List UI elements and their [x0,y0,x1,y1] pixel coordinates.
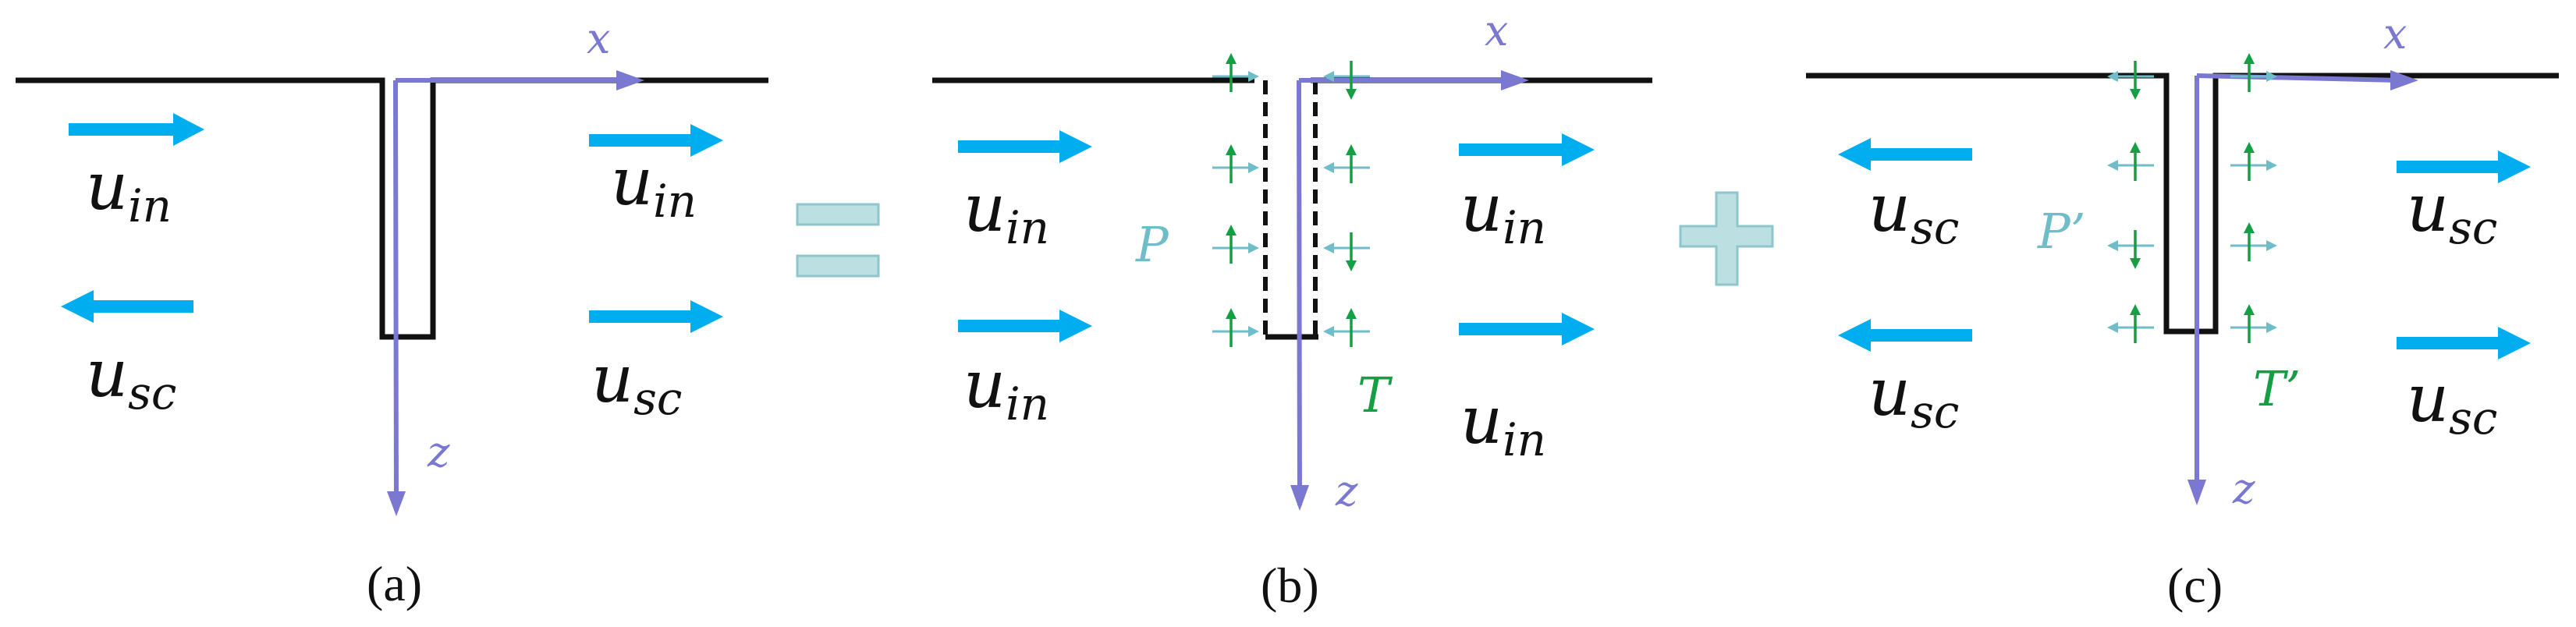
axes-a [387,70,644,516]
traction-glyph [1323,232,1370,271]
incident-arrow-right-b1 [1459,133,1595,166]
traction-glyph [2107,304,2154,343]
x-axis-label-a: x [587,14,610,63]
traction-glyph [2230,304,2277,343]
caption-c: (c) [2167,558,2223,613]
scattered-arrow-left-a [61,290,193,323]
traction-arrows-left-c [2107,61,2154,343]
traction-glyph [1212,144,1259,183]
traction-glyph [2230,53,2277,92]
traction-arrows-right-b [1323,61,1370,347]
traction-glyph [1212,53,1259,92]
x-axis-label-c: x [2383,9,2407,58]
traction-glyph [1212,225,1259,264]
axes-c [2187,70,2418,505]
traction-arrows-left-b [1212,53,1259,347]
u-sc-label-c4: usc [2407,360,2497,445]
caption-b: (b) [1261,558,1319,613]
traction-glyph [2230,142,2277,181]
u-sc-label-a2: usc [86,335,176,420]
dashed-trench-b [1263,80,1318,337]
z-axis-label-c: z [2232,464,2255,513]
traction-glyph [2107,142,2154,181]
u-in-label-a1: uin [86,148,172,232]
scattered-arrow-left-c2 [1838,319,1972,352]
traction-glyph [1323,144,1370,183]
traction-glyph [2107,61,2154,100]
u-in-label-b1: uin [963,170,1049,254]
incident-arrow-right-a [589,124,723,157]
u-in-label-a3: uin [611,143,697,228]
traction-glyph [1323,61,1370,100]
traction-glyph [1323,308,1370,347]
wave-arrows-a [61,113,723,333]
u-sc-label-c2: usc [1868,354,1959,438]
wave-arrows-c [1838,138,2531,360]
traction-arrows-right-c [2230,53,2277,343]
panel-a: x z uin usc uin usc (a) [16,14,768,611]
scattered-arrow-left-c1 [1838,138,1972,171]
u-sc-label-c3: usc [2407,170,2497,254]
u-sc-label-c1: usc [1868,170,1959,254]
traction-glyph [2107,230,2154,269]
equals-operator [796,203,880,278]
traction-label-t-prime: T’ [2253,360,2301,417]
traction-glyph [1212,308,1259,347]
wave-arrows-b [958,130,1595,345]
scattered-arrow-right-a [589,300,723,333]
plus-operator [1679,191,1774,286]
traction-glyph [2230,222,2277,261]
u-in-label-b3: uin [1460,170,1546,254]
u-in-label-b2: uin [963,346,1049,430]
incident-arrow-right-b2 [1459,313,1595,345]
incident-arrow-left-b2 [958,310,1092,342]
u-sc-label-a4: usc [591,341,682,425]
traction-label-p: P [1135,216,1169,273]
z-axis-label-b: z [1335,466,1358,515]
panel-c: x z P’ T’ usc usc usc usc (c) [1806,9,2559,613]
caption-a: (a) [367,556,422,611]
traction-label-t: T [1357,367,1393,423]
panel-b: x z P T uin uin uin uin (b) [932,6,1652,613]
traction-label-p-prime: P’ [2037,203,2085,260]
incident-arrow-left-b1 [958,130,1092,163]
x-axis-label-b: x [1485,6,1508,55]
scattered-arrow-right-c2 [2397,327,2531,360]
z-axis-label-a: z [427,427,450,476]
scattered-arrow-right-c1 [2397,151,2531,183]
incident-arrow-left-a [69,113,204,146]
u-in-label-b4: uin [1460,382,1546,466]
